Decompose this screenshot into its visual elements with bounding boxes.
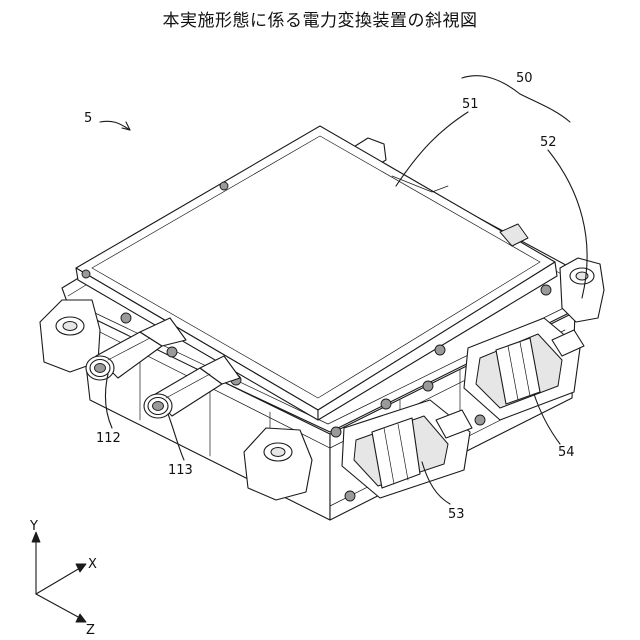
label-54: 54 [558, 445, 575, 460]
axis-label-z: Z [86, 623, 95, 638]
label-52: 52 [540, 135, 557, 150]
axis-label-y: Y [29, 519, 38, 534]
label-5: 5 [84, 111, 92, 126]
axis-label-x: X [88, 557, 97, 572]
label-112: 112 [96, 431, 121, 446]
label-53: 53 [448, 507, 465, 522]
label-51: 51 [462, 97, 479, 112]
label-113: 113 [168, 463, 193, 478]
label-50: 50 [516, 71, 533, 86]
coordinate-axes: Y X Z [29, 519, 97, 638]
mounting-lug-right [560, 258, 604, 322]
